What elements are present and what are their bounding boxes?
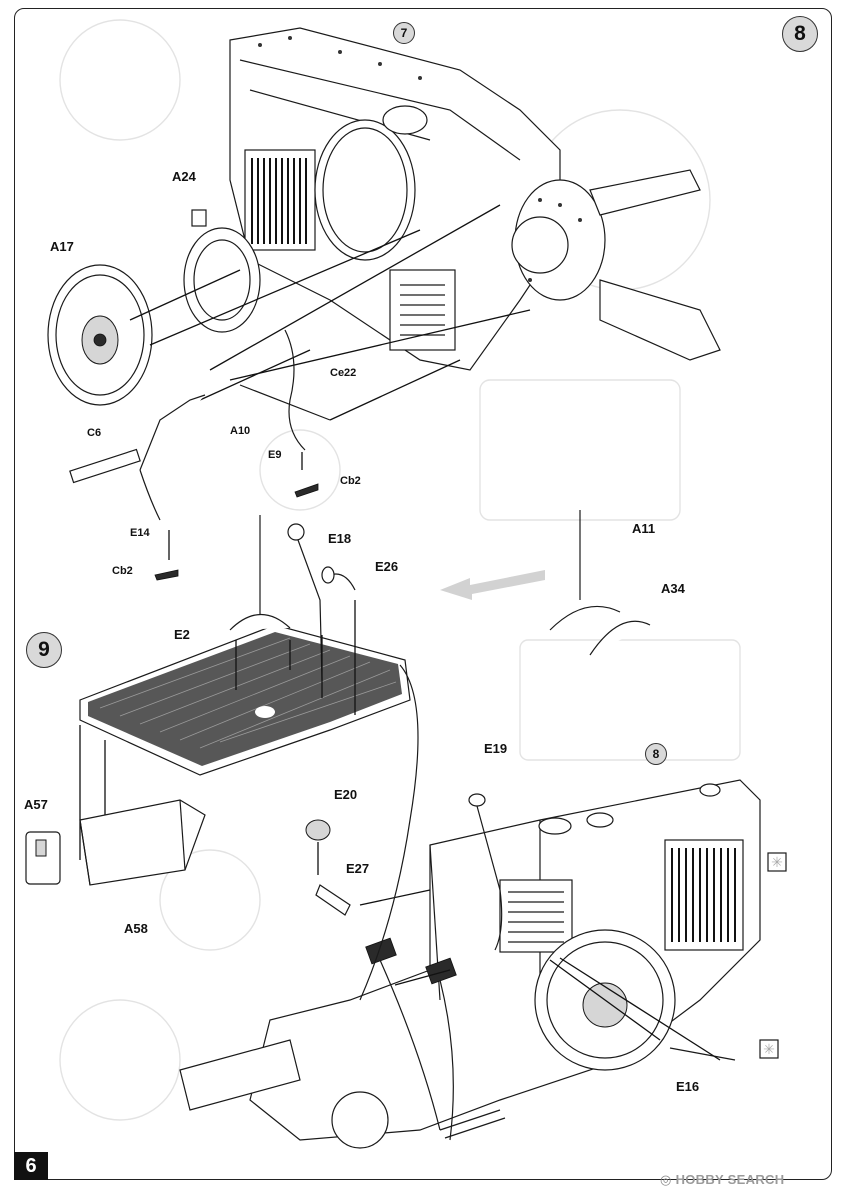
part-callout-cb2: Cb2 (112, 565, 133, 577)
step-number-badge: 8 (782, 16, 818, 52)
step8-linkage-parts (69, 329, 331, 581)
reference-step-badge: 8 (645, 743, 667, 765)
step8-assembly-arrows (129, 204, 531, 421)
brand-watermark: ◎ HOBBY SEARCH (660, 1172, 784, 1188)
step9-gear-levers (79, 510, 651, 870)
part-callout-e14: E14 (130, 527, 150, 539)
part-callout-e9: E9 (268, 449, 282, 461)
part-a58-toolbox (25, 799, 206, 886)
svg-text:✳: ✳ (763, 1042, 775, 1058)
part-callout-e19: E19 (484, 741, 508, 756)
attention-marker-icon: ✳ ✳ (759, 852, 787, 1059)
hobby-search-logo-icon: ◎ (660, 1172, 676, 1187)
part-callout-a10: A10 (230, 425, 251, 437)
brand-name: HOBBY SEARCH (675, 1172, 785, 1187)
svg-text:✳: ✳ (771, 855, 783, 871)
step-number: 8 (794, 22, 806, 45)
page-frame (14, 8, 832, 1180)
part-callout-a11: A11 (632, 521, 656, 536)
reference-step-number: 8 (652, 747, 660, 761)
part-e2-floor-plate (79, 624, 411, 776)
part-callout-e26: E26 (375, 559, 399, 574)
step8-engine-assembly (229, 27, 721, 371)
part-callout-a57: A57 (24, 797, 48, 812)
reference-step-number: 7 (400, 26, 408, 40)
part-callout-cb2: Cb2 (340, 475, 361, 487)
part-callout-e27: E27 (346, 861, 370, 876)
direction-arrow (440, 570, 545, 600)
step-number: 9 (38, 638, 50, 661)
step9-tractor-assembly (179, 664, 761, 1149)
part-callout-e20: E20 (334, 787, 358, 802)
page-number: 6 (14, 1152, 48, 1180)
part-callout-ce22: Ce22 (330, 367, 357, 379)
part-callout-e2: E2 (174, 627, 190, 642)
part-callout-e18: E18 (328, 531, 352, 546)
part-a17-brake-drum (47, 264, 153, 406)
part-callout-a24: A24 (172, 169, 196, 184)
part-callout-e16: E16 (676, 1079, 700, 1094)
reference-step-badge: 7 (393, 22, 415, 44)
part-callout-a17: A17 (50, 239, 74, 254)
part-callout-a34: A34 (661, 581, 685, 596)
part-callout-a58: A58 (124, 921, 148, 936)
part-callout-c6: C6 (87, 427, 102, 439)
step-number-badge: 9 (26, 632, 62, 668)
